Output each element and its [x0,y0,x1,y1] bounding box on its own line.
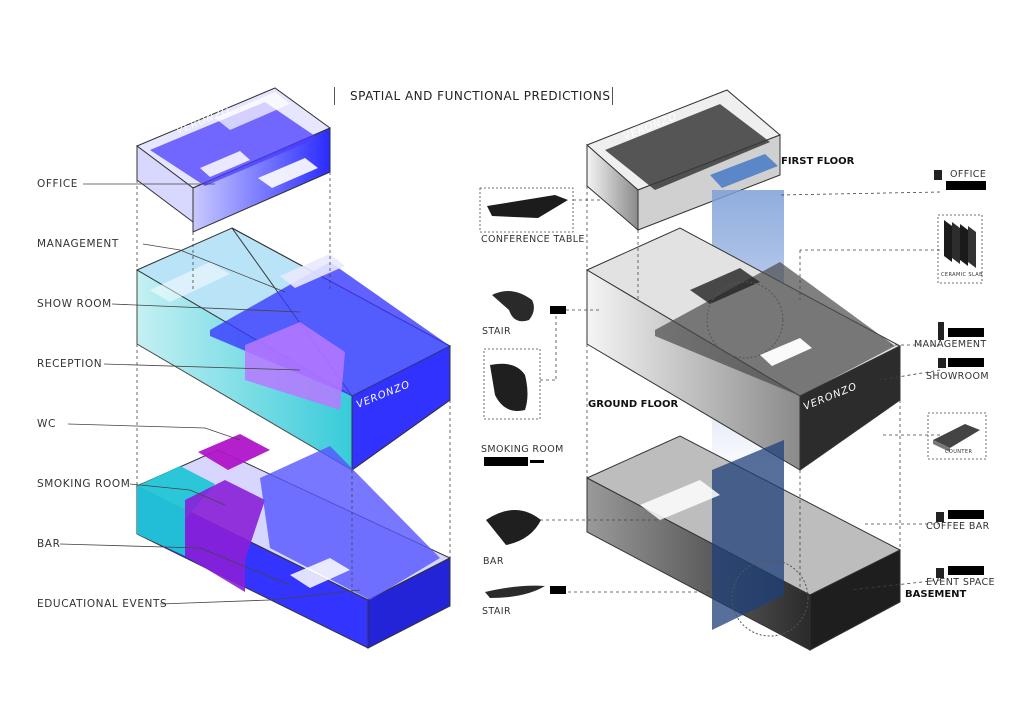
redacted-bar-management [948,328,984,337]
coffee-bar-icon [936,512,944,522]
stair-upper-object [492,291,534,322]
conference-table-object [487,195,568,218]
showroom-icon [938,358,946,368]
callout-boxes [479,187,987,460]
label-show-room: SHOW ROOM [37,298,112,310]
label-management-right: MANAGEMENT [914,339,987,350]
floor-ground: GROUND FLOOR [588,399,679,410]
ceramic-slab-icon [944,220,976,268]
floor-basement: BASEMENT [905,589,967,600]
title-bar-right [612,87,613,105]
floor-first: FIRST FLOOR [781,156,855,167]
page-title: SPATIAL AND FUNCTIONAL PREDICTIONS [350,89,611,103]
label-bar: BAR [37,538,61,550]
label-reception: RECEPTION [37,358,103,370]
label-showroom: SHOWROOM [926,371,989,382]
left-leaders [59,183,361,605]
right-ground-floor [585,227,902,471]
stair-tag [550,306,566,314]
label-management: MANAGEMENT [37,238,119,250]
callout-objects [485,170,980,598]
title-bar-left [334,87,335,105]
label-office: OFFICE [37,178,79,190]
label-educational-events: EDUCATIONAL EVENTS [37,598,168,610]
left-basement-block [135,434,452,649]
counter-icon [933,424,980,452]
bar-object [486,510,541,545]
label-wc: WC [37,418,56,430]
redacted-bar-event [948,566,984,575]
dashed-guides [136,172,941,600]
right-basement [585,435,902,651]
left-ground-block [135,227,452,471]
redacted-tick-smoking [530,460,544,463]
label-stair-upper: STAIR [482,326,511,337]
stair-detail-object [490,363,528,411]
management-person-icon [938,322,944,340]
label-smoking-room: SMOKING ROOM [37,478,131,490]
redacted-bar-smoking [484,457,528,466]
redacted-bar-coffee [948,510,984,519]
left-office-block [136,87,331,233]
label-office-right: OFFICE [950,169,987,180]
label-stair-lower: STAIR [482,606,511,617]
stair-lower-tag [550,586,566,594]
right-first-floor [586,89,781,232]
redacted-bar-office [946,181,986,190]
label-smoking-room-right: SMOKING ROOM [481,444,564,455]
event-space-icon [936,568,944,578]
label-bar-right: BAR [483,556,504,567]
label-coffee-bar: COFFEE BAR [926,521,990,532]
label-counter: COUNTER [945,449,973,455]
label-event-space: EVENT SPACE [926,577,995,588]
redacted-bar-showroom [948,358,984,367]
stair-lower-object [485,585,545,598]
office-icon [934,170,942,180]
label-conference-table: CONFERENCE TABLE [481,234,585,245]
label-ceramic-slab: CERAMIC SLAB [941,272,983,278]
